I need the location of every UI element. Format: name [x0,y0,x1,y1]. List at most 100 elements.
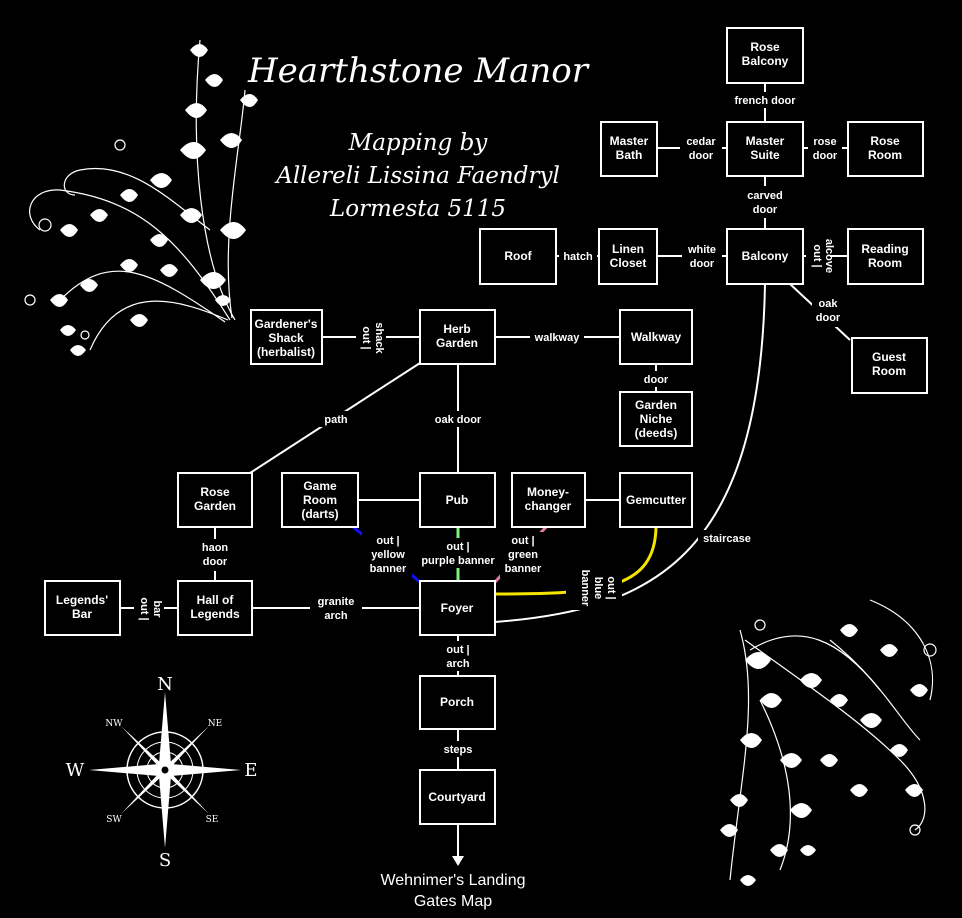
compass-e-label: E [244,760,257,781]
room-label: Garden [436,336,478,350]
connection-label-out-green: green [508,549,538,561]
room-label: Linen [612,242,644,256]
room-reading-room[interactable]: Reading Room [847,228,924,285]
room-walkway[interactable]: Walkway [619,309,693,365]
room-label: (darts) [301,507,338,521]
connection-label-out-bar: bar [151,600,163,618]
room-label: Balcony [742,249,789,263]
room-herb-garden[interactable]: Herb Garden [419,309,496,365]
room-label: Shack [268,331,304,345]
room-label: Room [303,493,337,507]
room-courtyard[interactable]: Courtyard [419,769,496,825]
connection-label-carved-door: carved [747,190,782,202]
room-balcony[interactable]: Balcony [726,228,804,285]
connection-label-out-blue: banner [579,570,591,607]
room-gardeners-shack[interactable]: Gardener's Shack (herbalist) [250,309,323,365]
room-label: Reading [861,242,908,256]
room-rose-room[interactable]: Rose Room [847,121,924,177]
connection-label-white-door: door [690,258,715,270]
credit-line-2: Allereli Lissina Faendryl [274,163,560,189]
compass-sw-label: SW [106,815,122,825]
room-label: changer [525,499,572,513]
connection-label-oak-door-guest: door [816,312,841,324]
room-master-suite[interactable]: Master Suite [726,121,804,177]
room-moneychanger[interactable]: Money- changer [511,472,586,528]
room-label: Garden [194,499,236,513]
room-label: Roof [504,249,532,263]
room-legends-bar[interactable]: Legends' Bar [44,580,121,636]
room-guest-room[interactable]: Guest Room [851,337,928,394]
room-garden-niche[interactable]: Garden Niche (deeds) [619,391,693,447]
exit-label-line-1[interactable]: Wehnimer's Landing [380,872,525,889]
compass-rose-icon: N S E W NE NW SE SW [66,674,258,871]
room-rose-balcony[interactable]: Rose Balcony [726,27,804,84]
connection-label-rose-door: rose [813,136,836,148]
connection-label-door-niche: door [644,374,669,386]
connection-label-french-door: french door [734,95,796,107]
room-label: Rose [750,40,780,54]
connection-label-oak-door-guest: oak [819,298,839,310]
connection-label-out-alcove: alcove [823,239,835,273]
connection-label-granite-arch: granite [318,596,355,608]
room-label: Bar [72,607,92,621]
compass-n-label: N [157,674,173,695]
connection-label-path: path [324,414,348,426]
room-label: Money- [527,485,569,499]
connection-label-out-alcove: out | [811,244,823,267]
room-label: Master [746,134,785,148]
connection-label-walkway: walkway [534,332,581,344]
connection-label-out-yellow: out | [376,535,399,547]
vine-decoration-bottom-right [720,599,937,886]
room-label: Room [872,364,906,378]
room-label: Master [610,134,649,148]
room-hall-of-legends[interactable]: Hall of Legends [177,580,253,636]
room-linen-closet[interactable]: Linen Closet [598,228,658,285]
room-porch[interactable]: Porch [419,675,496,730]
room-pub[interactable]: Pub [419,472,496,528]
connection-label-out-bar: out | [138,597,150,620]
rooms: Rose Balcony Master Bath Master Suite Ro… [44,27,928,825]
compass-ne-label: NE [208,719,222,729]
room-label: Gemcutter [626,493,686,507]
exit-label-line-2[interactable]: Gates Map [414,893,492,910]
map-title: Hearthstone Manor [247,51,590,91]
room-master-bath[interactable]: Master Bath [600,121,658,177]
connection-label-oak-door-pub: oak door [435,414,482,426]
connection-label-out-yellow: yellow [371,549,405,561]
compass-s-label: S [159,850,171,871]
connection-label-out-blue: out | [605,576,617,599]
room-label: Suite [750,148,780,162]
room-label: Hall of [197,593,235,607]
connection-label-out-arch: arch [446,658,470,670]
connection-label-cedar-door: door [689,150,714,162]
connection-label-white-door: white [687,244,716,256]
compass-nw-label: NW [105,719,123,729]
connection-label-staircase: staircase [703,533,751,545]
connection-label-out-green: out | [511,535,534,547]
room-game-room[interactable]: Game Room (darts) [281,472,359,528]
room-label: Legends' [56,593,108,607]
room-label: Gardener's [255,317,318,331]
room-rose-garden[interactable]: Rose Garden [177,472,253,528]
room-label: (herbalist) [257,345,315,359]
connection-label-out-shack: shack [373,322,385,354]
room-label: Rose [870,134,900,148]
room-foyer[interactable]: Foyer [419,580,496,636]
connection-label-out-blue: blue [592,577,604,600]
connection-label-backgrounds [134,92,844,757]
room-label: Herb [443,322,470,336]
room-label: Guest [872,350,906,364]
connection-labels: french door cedar door rose door carved … [138,95,841,756]
room-gemcutter[interactable]: Gemcutter [619,472,693,528]
connection-label-steps: steps [444,744,473,756]
connection-label-out-green: banner [505,563,542,575]
room-label: Game [303,479,337,493]
vine-decoration-top-left [24,39,258,356]
room-label: Room [868,256,902,270]
connection-label-hatch: hatch [563,251,593,263]
connection-label-haon-door: door [203,556,228,568]
room-roof[interactable]: Roof [479,228,557,285]
connection-label-rose-door: door [813,150,838,162]
credit-line-1: Mapping by [348,130,489,156]
